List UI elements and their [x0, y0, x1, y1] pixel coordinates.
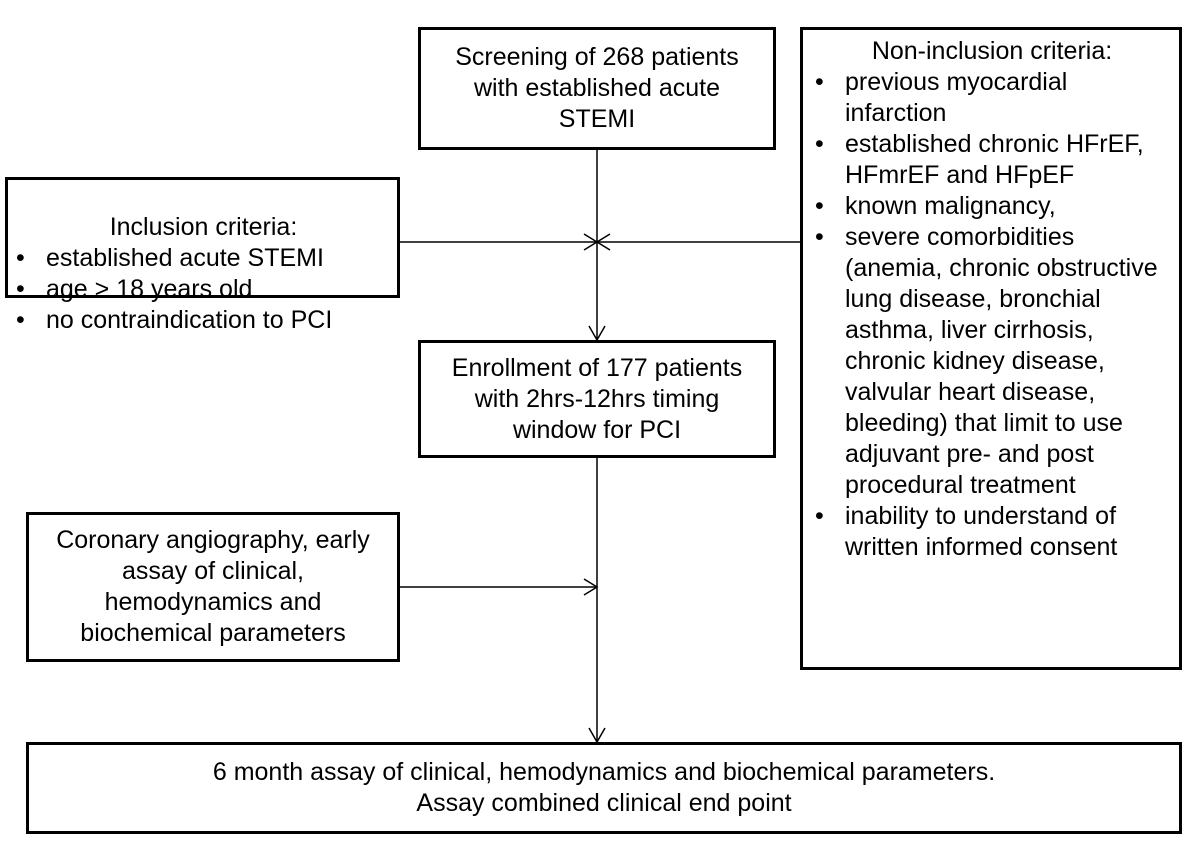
non-inclusion-item: severe comorbidities (anemia, chronic ob… [809, 222, 1175, 501]
non-inclusion-criteria-box: Non-inclusion criteria: previous myocard… [800, 27, 1182, 670]
non-inclusion-item: previous myocardial infarction [809, 67, 1175, 129]
enrollment-line: with 2hrs-12hrs timing [474, 384, 720, 413]
outcome-line: 6 month assay of clinical, hemodynamics … [212, 758, 996, 786]
arrowhead-coronary [583, 578, 599, 596]
enrollment-line: Enrollment of 177 patients [451, 353, 743, 382]
screening-line: Screening of 268 patients [455, 43, 739, 71]
non-inclusion-item: established chronic HFrEF, HFmrEF and HF… [809, 129, 1175, 191]
non-inclusion-list: previous myocardial infarction establish… [809, 67, 1175, 563]
coronary-line: hemodynamics and [104, 588, 322, 616]
outcome-line: Assay combined clinical end point [416, 789, 792, 817]
inclusion-item: established acute STEMI [10, 243, 397, 274]
coronary-line: biochemical parameters [80, 619, 346, 647]
outcome-box: 6 month assay of clinical, hemodynamics … [26, 742, 1182, 834]
screening-line: with established acute [474, 74, 720, 102]
coronary-line: assay of clinical, [121, 557, 305, 585]
coronary-line: Coronary angiography, early [56, 526, 370, 554]
inclusion-list: established acute STEMI age > 18 years o… [10, 243, 397, 336]
inclusion-criteria-box: Inclusion criteria: established acute ST… [5, 177, 400, 336]
non-inclusion-item: inability to understand of written infor… [809, 501, 1175, 563]
screening-box: Screening of 268 patients with establish… [418, 27, 776, 150]
arrowhead-noninclusion [595, 233, 611, 251]
inclusion-item: no contraindication to PCI [10, 305, 397, 336]
enrollment-box: Enrollment of 177 patients with 2hrs-12h… [418, 340, 776, 458]
screening-line: STEMI [558, 105, 636, 133]
coronary-angiography-box: Coronary angiography, early assay of cli… [26, 512, 400, 662]
inclusion-title: Inclusion criteria: [109, 213, 298, 241]
non-inclusion-item: known malignancy, [809, 191, 1175, 222]
enrollment-line: window for PCI [512, 415, 682, 444]
inclusion-item: age > 18 years old [10, 274, 397, 305]
non-inclusion-title: Non-inclusion criteria: [871, 37, 1113, 65]
